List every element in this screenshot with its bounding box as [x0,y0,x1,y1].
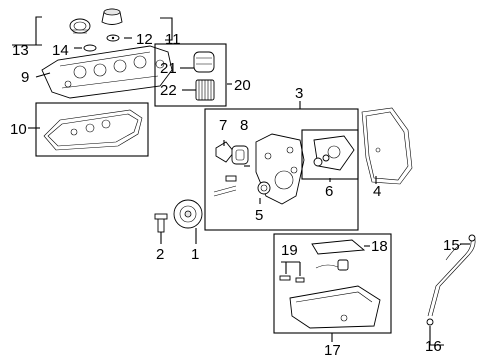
callout-11: 11 [165,31,181,48]
pcv-grommet [83,44,97,52]
callout-10: 10 [10,121,27,138]
callout-13: 13 [12,42,29,59]
valve-cover [41,45,173,99]
callout-20: 20 [234,77,251,94]
oil-filter-cap [193,51,215,73]
callout-1: 1 [191,246,199,263]
front-cover-gasket-small [215,141,235,163]
callout-16: 16 [425,338,442,355]
callout-7: 7 [219,117,227,134]
callout-22: 22 [160,82,177,99]
valve-cover-gasket [43,109,143,151]
dowel-pins [213,175,237,197]
dipstick-tube [427,234,476,317]
oil-pickup-tube [315,259,349,271]
oil-pan-baffle [311,239,366,255]
callout-3: 3 [295,85,303,102]
timing-cover-gasket [361,107,413,185]
callout-18: 18 [371,238,388,255]
washer [106,34,120,42]
oil-filter-box [154,43,227,107]
callout-5: 5 [255,207,263,224]
gasket-box [35,102,149,157]
callout-21: 21 [160,60,177,77]
callout-4: 4 [373,183,381,200]
callout-15: 15 [443,237,460,254]
dipstick [426,243,463,326]
callout-6: 6 [325,183,333,200]
oil-pump [313,135,355,171]
seal-ring [231,145,249,165]
pulley-bolt [154,213,168,233]
filler-cap-seal [69,18,91,34]
callout-2: 2 [156,246,164,263]
callout-17: 17 [324,342,341,359]
oil-pan-bolts [279,275,305,283]
callout-8: 8 [240,117,248,134]
callout-12: 12 [136,31,153,48]
callout-19: 19 [281,242,298,259]
callout-14: 14 [52,42,69,59]
oil-filler-cap [101,8,123,25]
front-crank-seal [257,181,271,195]
oil-pan [289,285,381,329]
oil-filter-element [195,79,215,101]
crankshaft-pulley [173,199,203,229]
callout-9: 9 [21,69,29,86]
